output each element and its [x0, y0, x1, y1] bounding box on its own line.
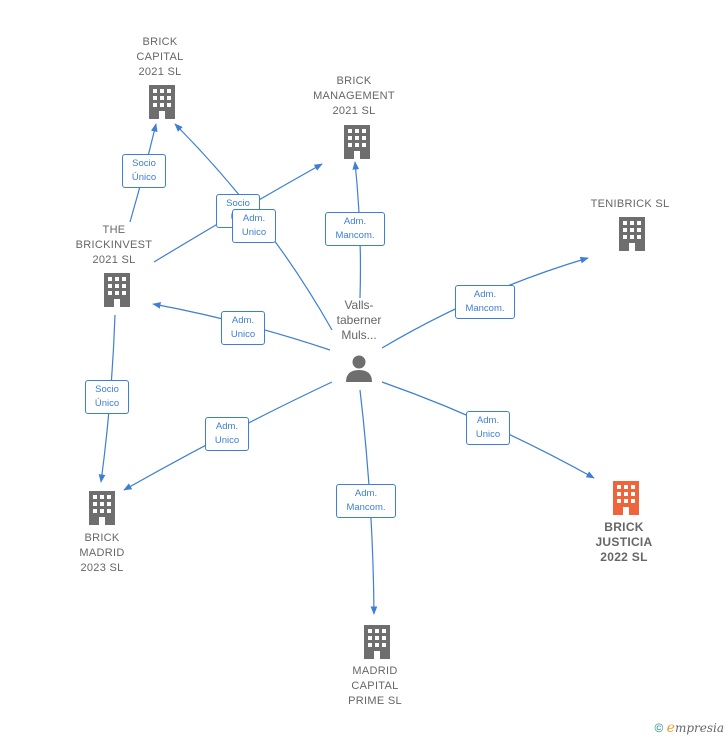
company-label-tenibrick[interactable]: TENIBRICK SL	[590, 198, 670, 210]
building-icon[interactable]	[362, 624, 392, 660]
company-label-brick-capital[interactable]: BRICK CAPITAL 2021 SL	[136, 36, 184, 78]
company-label-brick-madrid[interactable]: BRICK MADRID 2023 SL	[79, 532, 125, 574]
edge-label-brickinvest-madrid[interactable]: Socio Único	[85, 380, 129, 414]
company-label-brick-justicia[interactable]: BRICK JUSTICIA 2022 SL	[595, 520, 653, 564]
edge-label-person-capital[interactable]: Adm. Unico	[232, 209, 276, 243]
company-label-brick-management[interactable]: BRICK MANAGEMENT 2021 SL	[313, 75, 395, 117]
brand-name: mpresia	[674, 721, 724, 735]
edge-label-person-tenibrick[interactable]: Adm. Mancom.	[455, 285, 515, 319]
edge-label-person-management[interactable]: Adm. Mancom.	[325, 212, 385, 246]
edge-label-brickinvest-capital[interactable]: Socio Único	[122, 154, 166, 188]
edge-label-person-justicia[interactable]: Adm. Unico	[466, 411, 510, 445]
building-icon[interactable]	[102, 272, 132, 308]
building-icon[interactable]	[617, 216, 647, 252]
company-label-madrid-capital-prime[interactable]: MADRID CAPITAL PRIME SL	[348, 665, 402, 707]
brand-logo-initial: e	[666, 720, 675, 736]
building-icon[interactable]	[342, 124, 372, 160]
building-icon[interactable]	[147, 84, 177, 120]
person-icon[interactable]	[344, 353, 374, 383]
edge-label-person-madrid[interactable]: Adm. Unico	[205, 417, 249, 451]
copyright-icon: ©	[654, 721, 664, 735]
footer-brand: © empresia	[654, 720, 724, 736]
company-label-the-brickinvest[interactable]: THE BRICKINVEST 2021 SL	[75, 224, 153, 266]
person-label[interactable]: Valls- taberner Muls...	[336, 298, 382, 342]
building-icon-highlight[interactable]	[611, 480, 641, 516]
edge-label-person-brickinvest[interactable]: Adm. Unico	[221, 311, 265, 345]
edge-label-person-prime[interactable]: Adm. Mancom.	[336, 484, 396, 518]
building-icon[interactable]	[87, 490, 117, 526]
